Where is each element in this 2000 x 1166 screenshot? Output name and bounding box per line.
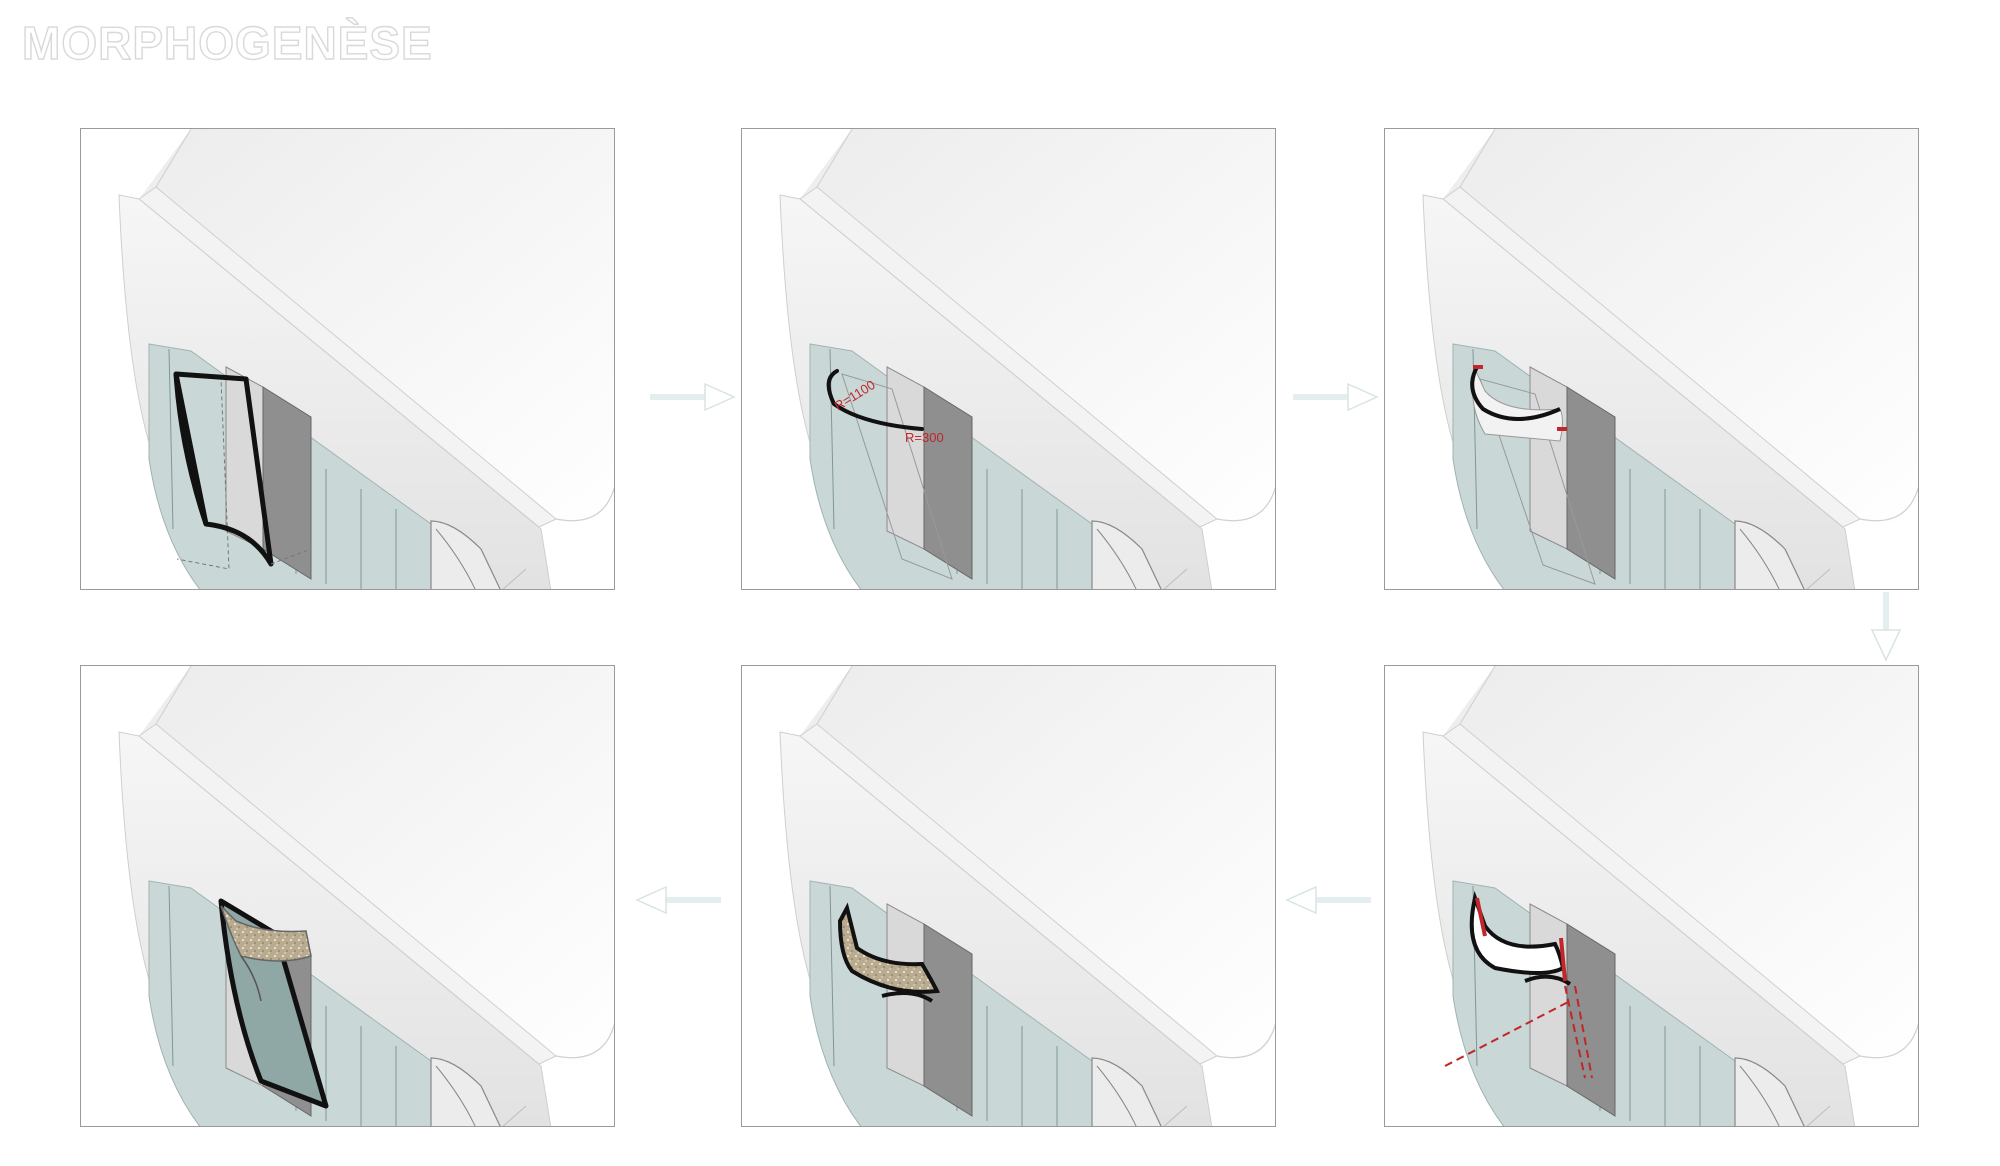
- step-panel-4: [1384, 665, 1919, 1127]
- arrow-left-1: [1285, 885, 1371, 915]
- step-panel-5: [741, 665, 1276, 1127]
- page-title: MORPHOGENÈSE: [21, 16, 433, 69]
- arrow-left-2: [635, 885, 721, 915]
- building-drawing-1: [118, 129, 614, 589]
- building-drawing-2: R=1100 R=300: [779, 129, 1275, 589]
- arrow-right-2: [1293, 382, 1379, 412]
- building-drawing-4: [1422, 666, 1918, 1126]
- step-panel-6: [80, 665, 615, 1127]
- building-drawing-3: [1422, 129, 1918, 589]
- arrow-right-1: [650, 382, 736, 412]
- radius-annotation-2: R=300: [905, 430, 944, 445]
- step-panel-1: [80, 128, 615, 590]
- building-drawing-6: [118, 666, 614, 1126]
- building-drawing-5: [779, 666, 1275, 1126]
- step-panel-2: R=1100 R=300: [741, 128, 1276, 590]
- step-panel-3: [1384, 128, 1919, 590]
- arrow-down: [1870, 592, 1902, 662]
